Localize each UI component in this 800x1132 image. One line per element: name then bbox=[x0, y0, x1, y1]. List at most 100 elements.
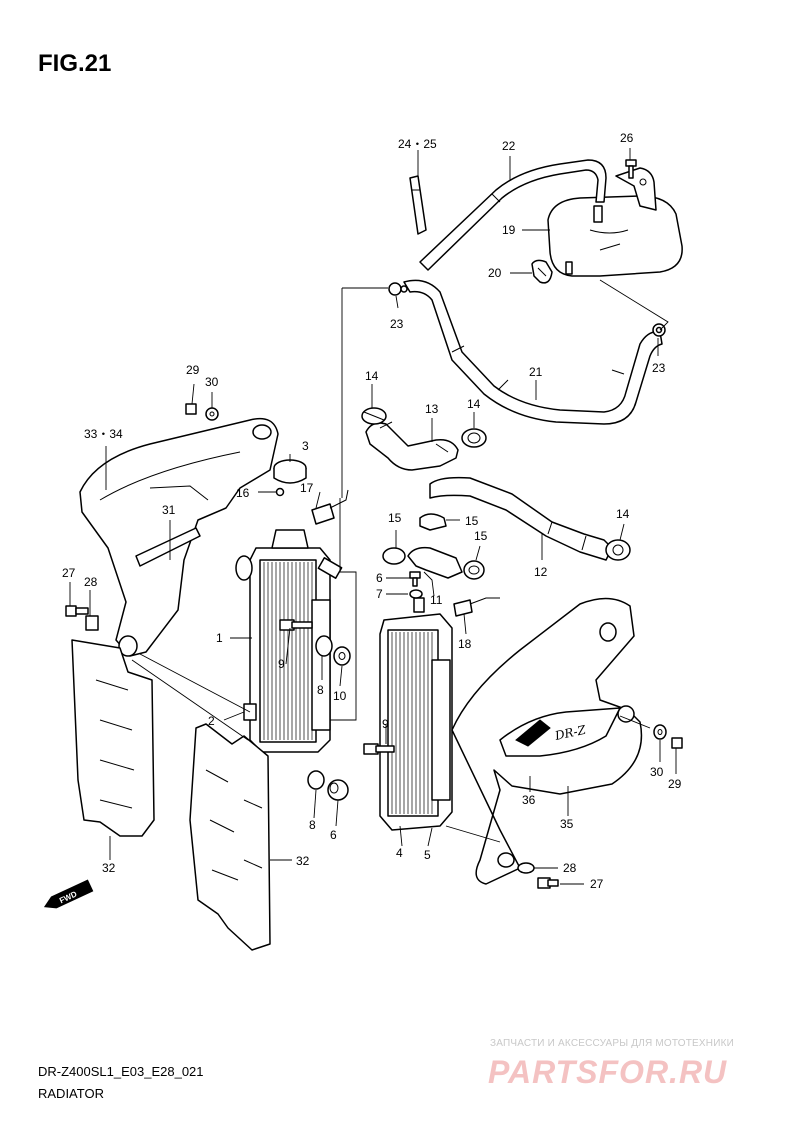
bolt-27-right[interactable] bbox=[537, 877, 559, 889]
hose-clamp-14-upper[interactable] bbox=[361, 407, 387, 425]
callout-30-left: 30 bbox=[205, 375, 219, 389]
collar-28-right[interactable] bbox=[517, 862, 535, 874]
bolt-27-left[interactable] bbox=[65, 605, 89, 617]
overflow-hose-22[interactable] bbox=[419, 159, 607, 271]
callout-28-right: 28 bbox=[563, 861, 577, 875]
callout-20: 20 bbox=[488, 266, 502, 280]
hose-clamp-14-right[interactable] bbox=[605, 539, 631, 561]
clamp-23-upper[interactable] bbox=[388, 282, 408, 296]
watermark-tagline: ЗАПЧАСТИ И АКСЕССУАРЫ ДЛЯ МОТОТЕХНИКИ bbox=[490, 1038, 735, 1049]
radiator-guard-32-left[interactable] bbox=[71, 639, 155, 837]
callout-6-upper: 6 bbox=[376, 571, 383, 585]
reservoir-hose-21[interactable] bbox=[403, 279, 663, 425]
callout-8-left: 8 bbox=[317, 683, 324, 697]
radiator-hose-11[interactable] bbox=[407, 546, 463, 579]
callout-5: 5 bbox=[424, 848, 431, 862]
forward-arrow-label: FWD bbox=[58, 889, 79, 905]
callout-29-left: 29 bbox=[186, 363, 200, 377]
bolt-6-upper[interactable] bbox=[409, 571, 421, 587]
grommet-20[interactable] bbox=[531, 259, 553, 284]
shroud-decal-36[interactable]: DR-Z bbox=[499, 707, 621, 757]
bolt-29-right[interactable] bbox=[671, 737, 683, 749]
figure-title: FIG.21 bbox=[38, 50, 112, 77]
callout-27-left: 27 bbox=[62, 566, 76, 580]
callout-29-right: 29 bbox=[668, 777, 682, 791]
callout-18: 18 bbox=[458, 637, 472, 651]
grommet-10[interactable] bbox=[333, 646, 351, 666]
radiator-guard-32-right[interactable] bbox=[189, 723, 271, 951]
radiator-left-1[interactable] bbox=[243, 529, 343, 753]
decal-strip-31[interactable] bbox=[135, 527, 201, 567]
callout-14-upper: 14 bbox=[365, 369, 379, 383]
grommet-6-lower[interactable] bbox=[327, 779, 349, 801]
bolt-9-right[interactable] bbox=[363, 743, 395, 755]
callout-10: 10 bbox=[333, 689, 347, 703]
radiator-hose-13[interactable] bbox=[365, 421, 459, 471]
bolt-26[interactable] bbox=[625, 159, 637, 179]
callout-31: 31 bbox=[162, 503, 176, 517]
callout-11: 11 bbox=[430, 593, 443, 607]
callout-12: 12 bbox=[534, 565, 548, 579]
callout-2: 2 bbox=[208, 714, 215, 728]
hose-clamp-15-left[interactable] bbox=[382, 547, 406, 565]
callout-4: 4 bbox=[396, 846, 403, 860]
callout-8-lower: 8 bbox=[309, 818, 316, 832]
leader-lines bbox=[69, 148, 677, 885]
callout-9-left: 9 bbox=[278, 657, 285, 671]
washer-30-right[interactable] bbox=[653, 724, 667, 740]
callout-9-right: 9 bbox=[382, 717, 389, 731]
hose-clamp-15-right[interactable] bbox=[463, 560, 485, 580]
radiator-hose-12[interactable] bbox=[429, 476, 613, 561]
callout-1: 1 bbox=[216, 631, 223, 645]
washer-7[interactable] bbox=[409, 589, 423, 599]
sensor-18[interactable] bbox=[453, 597, 500, 617]
callout-27-right: 27 bbox=[590, 877, 604, 891]
collar-8-lower[interactable] bbox=[307, 770, 325, 790]
callout-28-left: 28 bbox=[84, 575, 98, 589]
callout-15-top: 15 bbox=[388, 511, 402, 525]
callout-36: 36 bbox=[522, 793, 536, 807]
collar-8-left[interactable] bbox=[315, 635, 333, 657]
callout-19: 19 bbox=[502, 223, 516, 237]
model-code: DR-Z400SL1_E03_E28_021 bbox=[38, 1064, 204, 1079]
callout-17: 17 bbox=[300, 481, 314, 495]
screw-16[interactable] bbox=[275, 487, 285, 497]
callout-32-right: 32 bbox=[296, 854, 310, 868]
radiator-right-4[interactable] bbox=[379, 597, 453, 831]
forward-arrow-icon: FWD bbox=[43, 879, 94, 909]
callout-23-upper: 23 bbox=[390, 317, 404, 331]
sensor-17[interactable] bbox=[311, 489, 349, 525]
shroud-decal-text: DR-Z bbox=[553, 723, 588, 743]
callout-32-left: 32 bbox=[102, 861, 116, 875]
callout-13: 13 bbox=[425, 402, 439, 416]
hose-clamp-14-mid[interactable] bbox=[461, 428, 487, 448]
watermark-logo: PARTSFOR.RU bbox=[488, 1054, 728, 1090]
callout-22: 22 bbox=[502, 139, 516, 153]
callout-3: 3 bbox=[302, 439, 309, 453]
washer-30-left[interactable] bbox=[205, 407, 219, 421]
callout-14-right: 14 bbox=[616, 507, 630, 521]
callout-30-right: 30 bbox=[650, 765, 664, 779]
reservoir-tank[interactable] bbox=[547, 167, 683, 277]
bolt-29-left[interactable] bbox=[185, 403, 197, 415]
group-name: RADIATOR bbox=[38, 1086, 104, 1101]
callout-7: 7 bbox=[376, 587, 383, 601]
bolt-9-left[interactable] bbox=[279, 619, 313, 631]
callout-16: 16 bbox=[236, 486, 250, 500]
collar-28-left[interactable] bbox=[85, 615, 99, 631]
callout-14-mid: 14 bbox=[467, 397, 481, 411]
clamp-23-lower[interactable] bbox=[652, 323, 666, 337]
callout-15-right: 15 bbox=[474, 529, 488, 543]
hose-clip-24-25[interactable] bbox=[409, 175, 427, 235]
callout-24-25: 24・25 bbox=[398, 137, 437, 151]
callout-6-lower: 6 bbox=[330, 828, 337, 842]
radiator-cap-3[interactable] bbox=[273, 459, 307, 484]
callout-26: 26 bbox=[620, 131, 634, 145]
callout-21: 21 bbox=[529, 365, 543, 379]
callout-33-34: 33・34 bbox=[84, 427, 123, 441]
callout-35: 35 bbox=[560, 817, 574, 831]
callout-23-lower: 23 bbox=[652, 361, 666, 375]
callout-15-mid: 15 bbox=[465, 514, 479, 528]
hose-clamp-15-top[interactable] bbox=[419, 513, 447, 531]
